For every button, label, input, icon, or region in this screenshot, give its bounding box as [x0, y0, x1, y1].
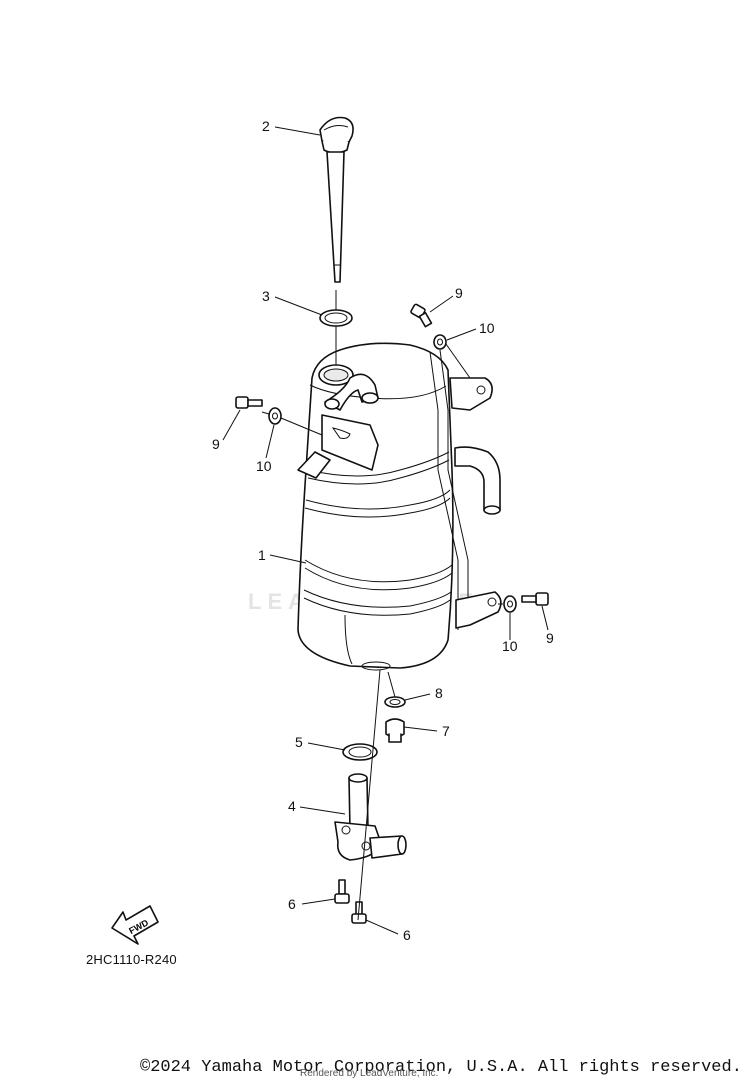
bolt-9-top [410, 303, 433, 328]
rendered-by-notice: Rendered by LeadVenture, Inc. [300, 1068, 439, 1079]
washer-10-left [268, 407, 282, 425]
oil-tank-part [297, 342, 502, 671]
washer-10-top [433, 334, 447, 350]
dipstick-part [319, 116, 354, 283]
callout-9-left: 9 [212, 436, 220, 452]
lower-o-ring-part [342, 743, 378, 761]
callout-10-right: 10 [502, 638, 518, 654]
callout-1: 1 [258, 547, 266, 563]
callout-2: 2 [262, 118, 270, 134]
gasket-part [384, 696, 406, 708]
callout-4: 4 [288, 798, 296, 814]
outlet-pipe-part [334, 773, 407, 861]
callout-9-right: 9 [546, 630, 554, 646]
callout-9-top: 9 [455, 285, 463, 301]
bolt-9-left [235, 396, 263, 409]
center-lines [261, 290, 503, 921]
drain-plug-part [385, 718, 405, 743]
callout-6-left: 6 [288, 896, 296, 912]
bolt-9-right [521, 592, 549, 606]
leader-lines [222, 126, 549, 935]
callout-8: 8 [435, 685, 443, 701]
washer-10-right [503, 595, 517, 613]
diagram-code: 2HC1110-R240 [86, 952, 177, 967]
callout-3: 3 [262, 288, 270, 304]
callout-10-top: 10 [479, 320, 495, 336]
callout-5: 5 [295, 734, 303, 750]
fwd-arrow-icon: FWD [111, 905, 159, 945]
callout-6-right: 6 [403, 927, 411, 943]
callout-7: 7 [442, 723, 450, 739]
callout-10-left: 10 [256, 458, 272, 474]
copyright-notice: ©2024 Yamaha Motor Corporation, U.S.A. A… [140, 1058, 742, 1077]
bolt-part-left [334, 879, 350, 904]
